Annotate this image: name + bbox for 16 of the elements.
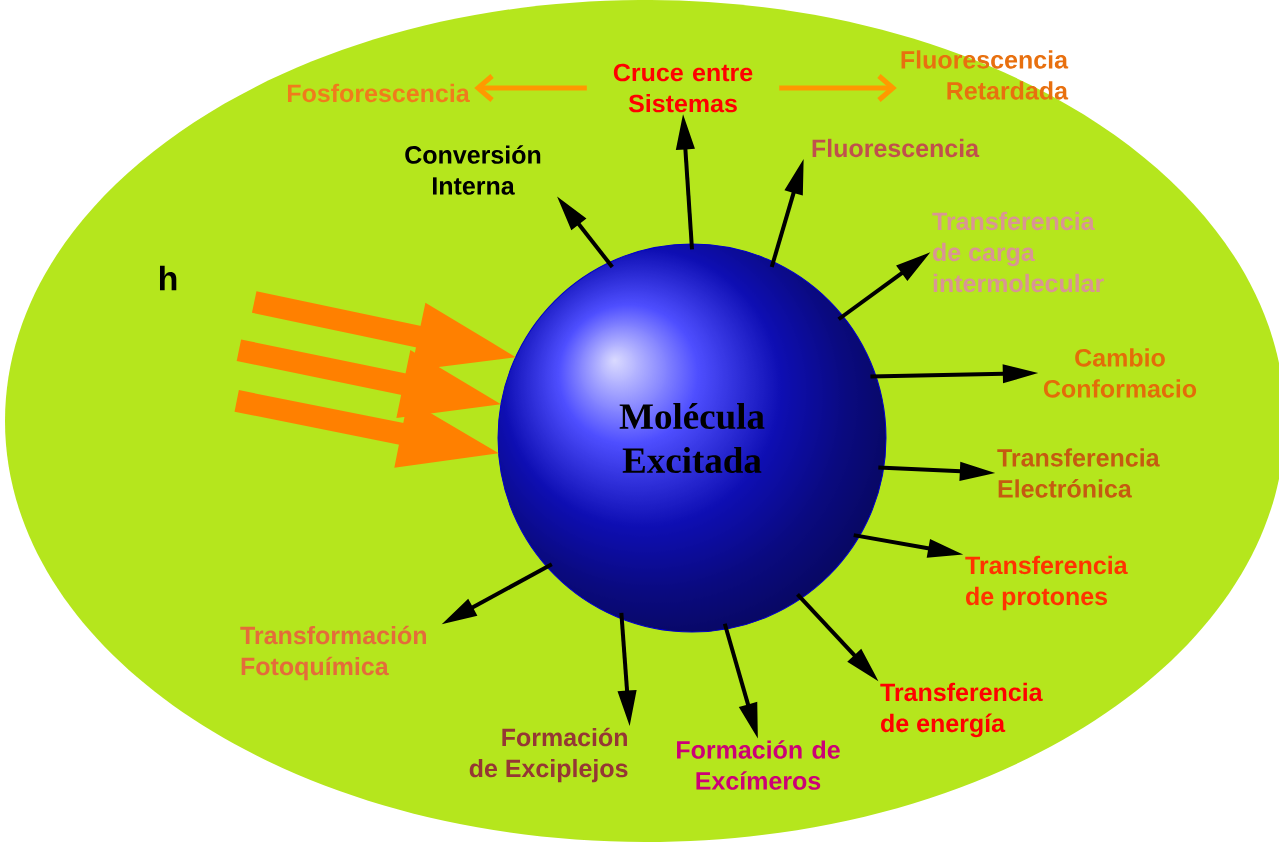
process-label: Transferencia de carga intermolecular: [932, 211, 1104, 293]
process-label: Transferencia de energía: [880, 682, 1043, 738]
process-label: Fluorescencia: [812, 138, 980, 158]
process-label: Formación de Exciplejos: [469, 727, 628, 783]
process-label: Transferencia de protones: [965, 555, 1128, 611]
process-label: Cruce entre Sistemas: [613, 63, 753, 113]
symbol-label: h: [160, 265, 177, 291]
process-label: Fosforescencia: [288, 83, 470, 103]
process-label: Formación de Excímeros: [677, 740, 840, 790]
process-label: Transformación Fotoquímica: [240, 625, 426, 681]
sphere: Molécula Excitada: [497, 243, 887, 633]
process-label: Cambio Conformacio: [1043, 348, 1197, 398]
arrow: [779, 74, 897, 102]
arrow: [474, 74, 587, 102]
process-label: Transferencia Electrónica: [997, 448, 1160, 498]
process-label: Conversión Interna: [405, 145, 541, 195]
